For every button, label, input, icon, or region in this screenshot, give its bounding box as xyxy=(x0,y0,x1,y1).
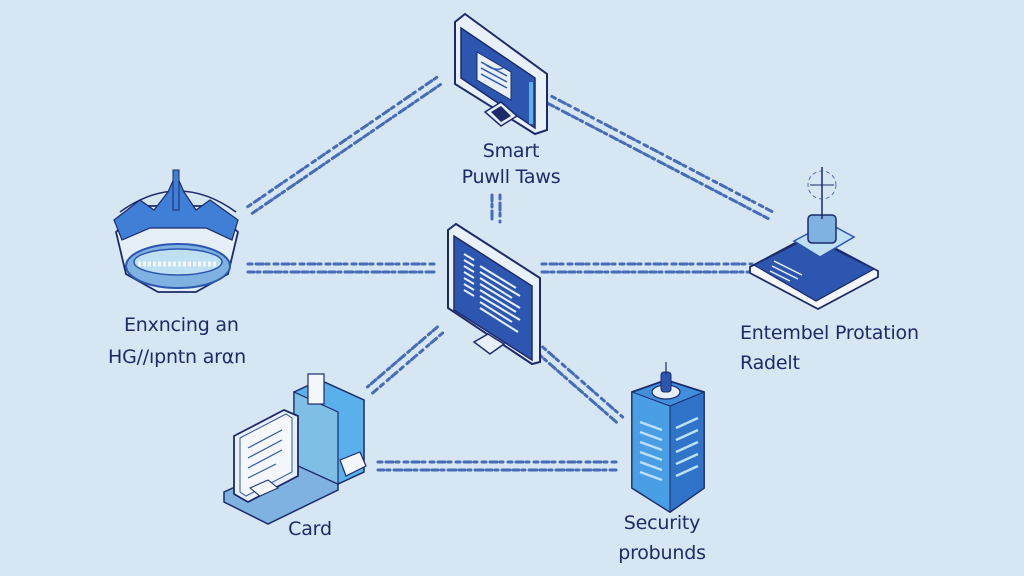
node-label-smart-pull-taws: Smart Puwll Taws xyxy=(461,140,561,188)
node-label-entembel-protation: Entembel Protation Radelt xyxy=(740,322,919,374)
connections-layer xyxy=(246,75,774,472)
router-dome-icon xyxy=(113,169,239,293)
connection-smart-pull-taws-to-central xyxy=(490,193,502,224)
connection-card-to-security-probunds xyxy=(376,460,618,472)
node-label-card: Card xyxy=(288,518,332,540)
node-label-security-probunds: Security probunds xyxy=(618,512,706,564)
antenna-tablet-icon xyxy=(749,167,879,311)
node-label-enxncing: Enxncing an HG//ıpntn arαn xyxy=(108,314,246,368)
connection-enxncing-to-central xyxy=(246,262,438,274)
connection-enxncing-to-smart-pull-taws xyxy=(246,75,444,215)
monitor-icon xyxy=(447,222,541,366)
connection-central-to-entembel-protation xyxy=(540,262,754,274)
monitor-icon xyxy=(454,12,548,136)
server-tower-icon xyxy=(631,362,705,514)
connection-smart-pull-taws-to-entembel-protation xyxy=(546,94,774,221)
connection-central-to-security-probunds xyxy=(535,345,625,425)
connection-central-to-card xyxy=(365,325,445,395)
card-terminal-icon xyxy=(223,373,367,525)
